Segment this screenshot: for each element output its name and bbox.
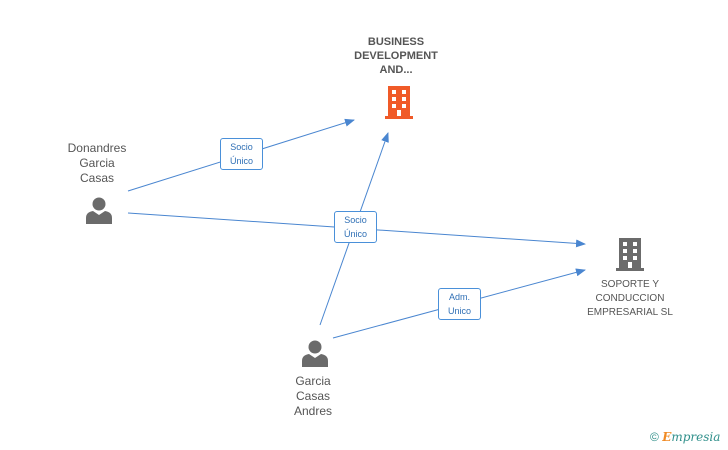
brand-watermark: © Empresia bbox=[650, 430, 720, 444]
person-name-line: Andres bbox=[293, 404, 333, 418]
building-icon[interactable] bbox=[384, 85, 414, 119]
company-name-line: AND... bbox=[379, 64, 413, 76]
company-name-line: DEVELOPMENT bbox=[354, 50, 438, 62]
person-name-line: Casas bbox=[295, 389, 330, 403]
relation-badge-socio-unico[interactable]: Socio Único bbox=[334, 211, 377, 243]
company-name-line: EMPRESARIAL SL bbox=[587, 307, 673, 318]
person-icon[interactable] bbox=[300, 338, 330, 368]
brand-logo-text: mpresia bbox=[671, 430, 721, 444]
company-business-development-label[interactable]: BUSINESS DEVELOPMENT AND... bbox=[336, 35, 456, 77]
person-donandres-label[interactable]: Donandres Garcia Casas bbox=[52, 141, 142, 186]
company-soporte-label[interactable]: SOPORTE Y CONDUCCION EMPRESARIAL SL bbox=[570, 278, 690, 320]
copyright-icon: © bbox=[650, 430, 659, 444]
badge-line: Unico bbox=[447, 306, 471, 316]
person-garcia-label[interactable]: Garcia Casas Andres bbox=[268, 374, 358, 419]
relation-badge-adm-unico[interactable]: Adm. Unico bbox=[438, 288, 481, 320]
badge-line: Socio bbox=[344, 215, 367, 225]
badge-line: Adm. bbox=[448, 292, 470, 302]
badge-line: Socio bbox=[230, 142, 253, 152]
person-icon[interactable] bbox=[84, 195, 114, 225]
person-name-line: Garcia bbox=[79, 156, 115, 170]
brand-logo-initial: E bbox=[662, 430, 672, 444]
person-name-line: Garcia bbox=[295, 374, 331, 388]
person-name-line: Casas bbox=[79, 171, 114, 185]
badge-line: Único bbox=[343, 229, 367, 239]
building-icon[interactable] bbox=[615, 237, 645, 271]
badge-line: Único bbox=[229, 156, 253, 166]
brand-logo: Empresia bbox=[662, 430, 720, 444]
company-name-line: SOPORTE Y bbox=[601, 279, 659, 290]
company-name-line: BUSINESS bbox=[367, 36, 425, 48]
relation-badge-socio-unico[interactable]: Socio Único bbox=[220, 138, 263, 170]
company-name-line: CONDUCCION bbox=[595, 293, 665, 304]
person-name-line: Donandres bbox=[67, 141, 127, 155]
